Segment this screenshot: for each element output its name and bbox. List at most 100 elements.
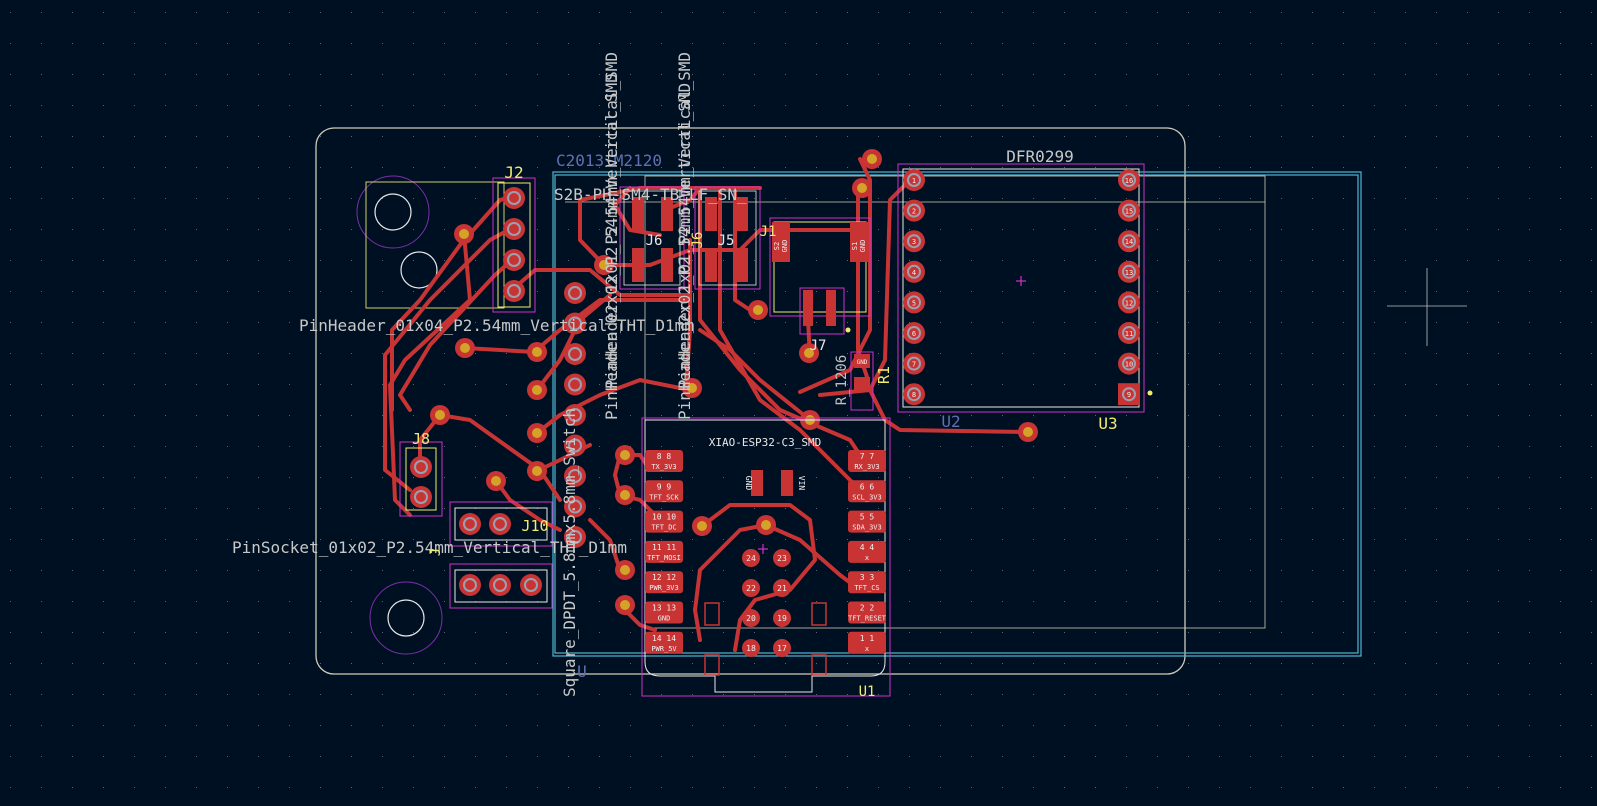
grid-dot [1064,508,1065,509]
j11-footprint[interactable] [449,563,553,609]
grid-dot [1436,477,1437,478]
grid-dot [940,353,941,354]
xiao-pad [645,510,683,533]
tht-pad-hole [1122,326,1136,340]
grid-dot [444,787,445,788]
tht-pad-hole [493,517,507,531]
j10-footprint[interactable]: J10 [449,501,553,547]
grid-dot [1312,74,1313,75]
grid-dot [785,415,786,416]
j6-footprint[interactable]: J6 [619,186,685,290]
r1-footprint[interactable]: GND R1 R_1206 [834,351,893,411]
xiao-pin-number: 11 11 [652,543,676,552]
grid-dot [1436,663,1437,664]
grid-dot [599,663,600,664]
grid-dot [754,694,755,695]
j7-footprint[interactable]: J7 [799,287,851,354]
conn-value-label: C2013-M2120 [556,151,662,170]
grid-dot [723,694,724,695]
grid-dot [568,229,569,230]
grid-dot [1498,756,1499,757]
grid-dot [1529,663,1530,664]
grid-dot [1498,12,1499,13]
grid-dot [72,539,73,540]
xiao-pin-number: 14 14 [652,634,676,643]
grid-dot [444,570,445,571]
grid-dot [444,229,445,230]
grid-dot [1126,74,1127,75]
grid-dot [1405,384,1406,385]
grid-dot [103,787,104,788]
grid-dot [506,43,507,44]
grid-dot [1529,291,1530,292]
grid-dot [1436,105,1437,106]
grid-dot [847,725,848,726]
grid-dot [165,136,166,137]
grid-dot [1343,787,1344,788]
grid-dot [1405,229,1406,230]
grid-dot [1219,756,1220,757]
grid-dot [1188,601,1189,602]
grid-dot [196,787,197,788]
r1-ref: R1 [875,366,893,384]
xiao-pad [645,450,683,472]
grid-dot [41,663,42,664]
tht-pad [903,230,925,253]
grid-dot [1126,663,1127,664]
grid-dot [1312,539,1313,540]
grid-dot [599,787,600,788]
j8-footprint[interactable]: J8 [399,430,443,517]
switch-footprint[interactable] [564,282,586,548]
grid-dot [1157,43,1158,44]
grid-dot [816,694,817,695]
grid-dot [351,787,352,788]
grid-dot [1002,570,1003,571]
grid-dot [599,105,600,106]
grid-dot [475,632,476,633]
grid-dot [1188,632,1189,633]
grid-dot [134,353,135,354]
tht-pad-hole [907,264,921,279]
grid-dot [537,322,538,323]
xiao-bottom-pad-number: 19 [777,614,787,623]
grid-dot [1095,43,1096,44]
grid-dot [1467,632,1468,633]
j2-footprint[interactable]: J2 [492,163,536,313]
pinheader-01x04-label: PinHeader_01x04_P2.54mm_Vertical_THT_D1m… [299,316,694,335]
j10-ref: J10 [521,517,548,535]
grid-dot [661,508,662,509]
tht-pad [503,280,525,302]
grid-dot [1436,136,1437,137]
grid-dot [1560,632,1561,633]
grid-dot [444,508,445,509]
grid-dot [878,260,879,261]
grid-dot [568,694,569,695]
grid-dot [971,539,972,540]
grid-dot [41,12,42,13]
grid-dot [1126,291,1127,292]
grid-dot [1033,756,1034,757]
grid-dot [1064,601,1065,602]
grid-dot [41,694,42,695]
grid-dot [1250,260,1251,261]
grid-dot [630,508,631,509]
grid-dot [1064,105,1065,106]
j1-footprint[interactable]: J1 S2 GND S1 GND [760,217,871,317]
grid-dot [320,74,321,75]
tht-pad [903,169,925,191]
grid-dot [1033,167,1034,168]
r1-pad-label: GND [857,359,868,366]
grid-dot [1498,384,1499,385]
grid-dot [351,105,352,106]
grid-dot [754,322,755,323]
j5-footprint[interactable]: J5 [694,186,761,290]
grid-dot [382,477,383,478]
grid-dot [878,756,879,757]
grid-dot [1126,632,1127,633]
grid-dot [165,384,166,385]
grid-dot [165,105,166,106]
